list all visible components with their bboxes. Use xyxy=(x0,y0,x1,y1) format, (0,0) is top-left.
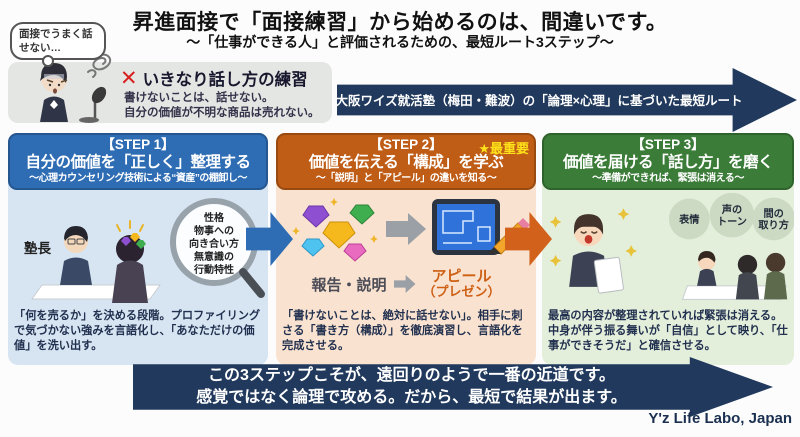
step2-most-important-badge: ★最重要 xyxy=(478,141,529,156)
mouth xyxy=(53,88,57,94)
step1-header: 【STEP 1】 自分の価値を「正しく」整理する ～心理カウンセリング技術による… xyxy=(8,133,268,190)
tag-pause-1: 間の xyxy=(763,208,783,220)
step2-subtitle: ～「説明」と「アピール」の違いを知る～ xyxy=(315,172,497,184)
step3-subtitle: ～準備ができれば、緊張は消える～ xyxy=(592,172,744,184)
step2-illustration: 報告・説明 アピール （プレゼン） xyxy=(276,193,536,306)
conclusion-line1: この3ステップこそが、遠回りのようで一番の近道です。 xyxy=(208,367,615,385)
wrong-note-1: 書けないことは、話せない。 xyxy=(124,92,274,104)
eye-right xyxy=(57,83,61,87)
wrong-approach-label: いきなり話し方の練習 xyxy=(142,71,308,89)
page-subtitle: ～「仕事ができる人」と評価されるための、最短ルート3ステップ～ xyxy=(186,34,614,50)
appeal-line2: （プレゼン） xyxy=(422,284,501,300)
tag-pause-2: 取り方 xyxy=(758,219,788,232)
conclusion-text: この3ステップこそが、遠回りのようで一番の近道です。 感覚ではなく論理で攻める。… xyxy=(133,364,690,410)
presentation-scene-illustration: 表情 声の トーン 間の 取り方 xyxy=(549,192,795,300)
trait-3: 向き合い方 xyxy=(189,237,239,250)
step3-description: 最高の内容が整理されていれば緊張は消える。中身が伴う振る舞いが「自信」として映り… xyxy=(548,310,788,353)
trait-5: 行動特性 xyxy=(193,263,234,276)
worry-shading xyxy=(44,74,64,79)
gems-cluster-icon xyxy=(292,198,378,262)
step2-labels-row: 報告・説明 アピール （プレゼン） xyxy=(280,264,532,304)
skill-tag-labels: 表情 声の トーン 間の 取り方 xyxy=(678,203,789,232)
skill-tag-circles xyxy=(668,192,795,241)
principal-label: 塾長 xyxy=(24,240,51,256)
step3-panel: 【STEP 3】 価値を届ける「話し方」を磨く ～準備ができれば、緊張は消える～ xyxy=(542,133,795,365)
step3-title: 価値を届ける「話し方」を磨く xyxy=(562,153,774,171)
presenter-hair xyxy=(573,214,604,235)
smiling-eyes xyxy=(580,230,598,234)
trait-2: 物事への xyxy=(194,224,234,237)
confusion-squiggle-icon xyxy=(87,53,112,78)
counselor-suit xyxy=(60,257,92,285)
credit-label: Y'z Life Labo, Japan xyxy=(648,410,792,427)
collar xyxy=(50,100,58,109)
appeal-label: アピール （プレゼン） xyxy=(422,267,501,300)
wrong-note-2: 自分の価値が不明な商品は売れない。 xyxy=(124,106,320,119)
step1-label: 【STEP 1】 xyxy=(101,137,175,152)
route-banner-text: 大阪ワイズ就活塾（梅田・難波）の「論理×心理」に基づいた最短ルート xyxy=(335,94,743,109)
worried-person-illustration xyxy=(40,53,112,123)
tag-expression: 表情 xyxy=(678,213,699,226)
step2-description: 「書けないことは、絶対に話せない」。相手に刺さる「書き方（構成）」を徹底演習し、… xyxy=(282,310,523,353)
microphone-icon xyxy=(79,86,107,123)
conclusion-banner-arrow: この3ステップこそが、遠回りのようで一番の近道です。 感覚ではなく論理で攻める。… xyxy=(133,357,773,417)
sparkle-icon xyxy=(292,198,378,243)
glasses-right xyxy=(76,238,85,245)
suit xyxy=(40,96,68,122)
speech-bubble: 面接でうまく話せない… xyxy=(10,22,106,68)
eyebrows xyxy=(46,79,68,83)
step2-header: 【STEP 2】 ★最重要 価値を伝える「構成」を学ぶ ～「説明」と「アピール」… xyxy=(276,133,536,190)
step3-illustration: 表情 声の トーン 間の 取り方 xyxy=(542,192,795,306)
step1-description: 「何を売るか」を決める段階。プロファイリングで気づかない強みを言語化し、「あなた… xyxy=(14,310,261,353)
step3-header: 【STEP 3】 価値を届ける「話し方」を磨く ～準備ができれば、緊張は消える～ xyxy=(542,133,794,190)
gems-in-head-icon xyxy=(121,233,146,249)
magnifier-text: 性格 物事への 向き合い方 無意識の 行動特性 xyxy=(189,211,239,276)
counseling-scene-illustration: 塾長 xyxy=(24,198,265,303)
eye-left xyxy=(48,83,52,87)
wrong-approach-notes: 書けないことは、話せない。 自分の価値が不明な商品は売れない。 xyxy=(124,91,320,121)
gems-to-blueprint-illustration xyxy=(292,198,530,262)
glasses xyxy=(67,238,76,245)
tag-voice-1: 声の xyxy=(721,203,742,216)
interview-scene xyxy=(681,250,788,300)
hair xyxy=(40,63,67,83)
step1-subtitle: ～心理カウンセリング技術による“資産”の棚卸し～ xyxy=(29,172,247,184)
blueprint-tablet-icon xyxy=(432,199,500,255)
appeal-line1: アピール xyxy=(431,267,492,285)
step2-label: 【STEP 2】 xyxy=(369,137,443,152)
route-banner-arrow: 大阪ワイズ就活塾（梅田・難波）の「論理×心理」に基づいた最短ルート xyxy=(337,68,797,132)
step1-title: 自分の価値を「正しく」整理する xyxy=(25,153,251,171)
step1-panel: 【STEP 1】 自分の価値を「正しく」整理する ～心理カウンセリング技術による… xyxy=(8,133,268,365)
counselor-hair xyxy=(64,226,88,242)
open-mouth xyxy=(584,234,593,244)
step2-title: 価値を伝える「構成」を学ぶ xyxy=(308,153,504,171)
page-title: 昇進面接で「面接練習」から始めるのは、間違いです。 xyxy=(132,11,668,34)
sparkle-icon xyxy=(549,208,637,267)
report-explain-label: 報告・説明 xyxy=(311,276,387,294)
trait-4: 無意識の xyxy=(194,250,234,263)
wrong-approach-title: ✕ いきなり話し方の練習 xyxy=(120,66,308,90)
step2-panel: 【STEP 2】 ★最重要 価値を伝える「構成」を学ぶ ～「説明」と「アピール」… xyxy=(276,133,536,365)
sparkle-lines xyxy=(116,220,144,232)
magnifier-icon xyxy=(170,198,265,298)
client-head xyxy=(116,235,144,263)
gray-arrow-icon xyxy=(386,213,426,245)
step1-illustration: 塾長 xyxy=(8,193,268,306)
paper xyxy=(593,256,624,294)
trait-1: 性格 xyxy=(203,211,225,224)
x-mark-icon: ✕ xyxy=(120,66,138,90)
client-jacket xyxy=(112,260,148,303)
conclusion-line2: 感覚ではなく論理で攻める。だから、最短で結果が出ます。 xyxy=(196,389,627,406)
tag-voice-2: トーン xyxy=(717,216,747,228)
step3-label: 【STEP 3】 xyxy=(631,137,705,152)
transform-arrow-icon xyxy=(393,275,416,293)
